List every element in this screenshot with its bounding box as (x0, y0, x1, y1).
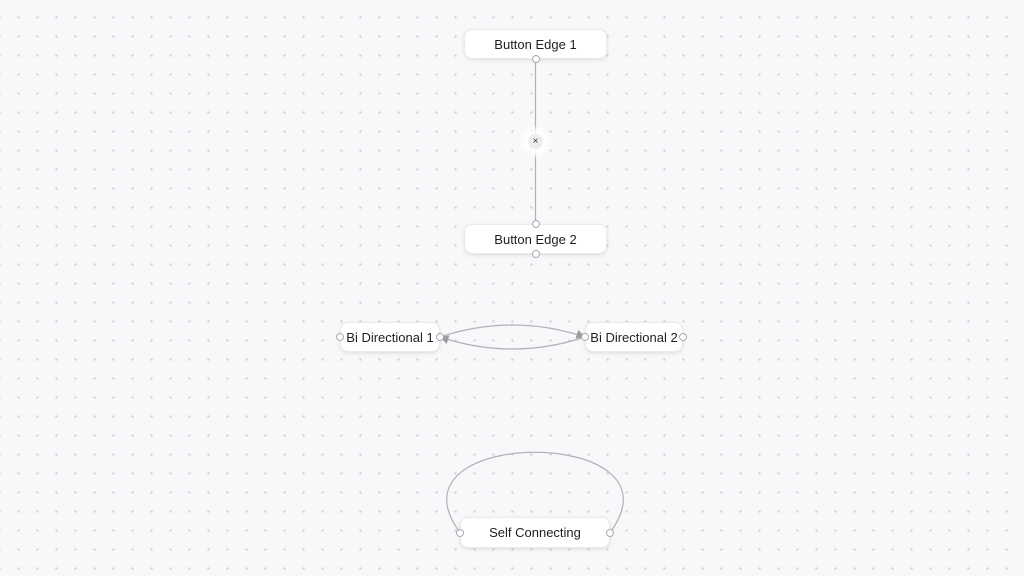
node-button-edge-2[interactable]: Button Edge 2 (464, 220, 607, 258)
delete-edge-button[interactable]: × (528, 134, 543, 149)
edge-button-halo: × (518, 124, 553, 159)
node-self-connecting[interactable]: Self Connecting (456, 517, 614, 548)
self-connecting-handle-right[interactable] (606, 528, 614, 537)
edge-bi-directional-top[interactable] (439, 324, 586, 339)
node-bi-directional-2[interactable]: Bi Directional 2 (581, 322, 687, 352)
node-label-bi-directional-1: Bi Directional 1 (346, 329, 434, 345)
button-edge-2-handle-top[interactable] (531, 220, 540, 228)
node-label-bi-directional-2: Bi Directional 2 (590, 329, 678, 345)
button-edge-1-handle-bottom[interactable] (531, 55, 540, 63)
node-label-self-connecting: Self Connecting (489, 525, 581, 540)
edge-bi-directional-bottom[interactable] (439, 335, 586, 350)
self-connecting-handle-left[interactable] (456, 528, 464, 537)
node-button-edge-1[interactable]: Button Edge 1 (464, 29, 607, 63)
bi-directional-1-handle-left[interactable] (336, 333, 344, 341)
bi-directional-2-handle-right[interactable] (679, 333, 687, 341)
bi-directional-1-handle-right[interactable] (436, 333, 444, 341)
edge-self-loop[interactable] (446, 451, 624, 533)
node-bi-directional-1[interactable]: Bi Directional 1 (336, 322, 444, 352)
bi-directional-2-handle-left[interactable] (581, 333, 589, 341)
button-edge-2-handle-bottom[interactable] (531, 250, 540, 258)
node-label-button-edge-2: Button Edge 2 (494, 231, 577, 247)
node-label-button-edge-1: Button Edge 1 (494, 36, 577, 52)
